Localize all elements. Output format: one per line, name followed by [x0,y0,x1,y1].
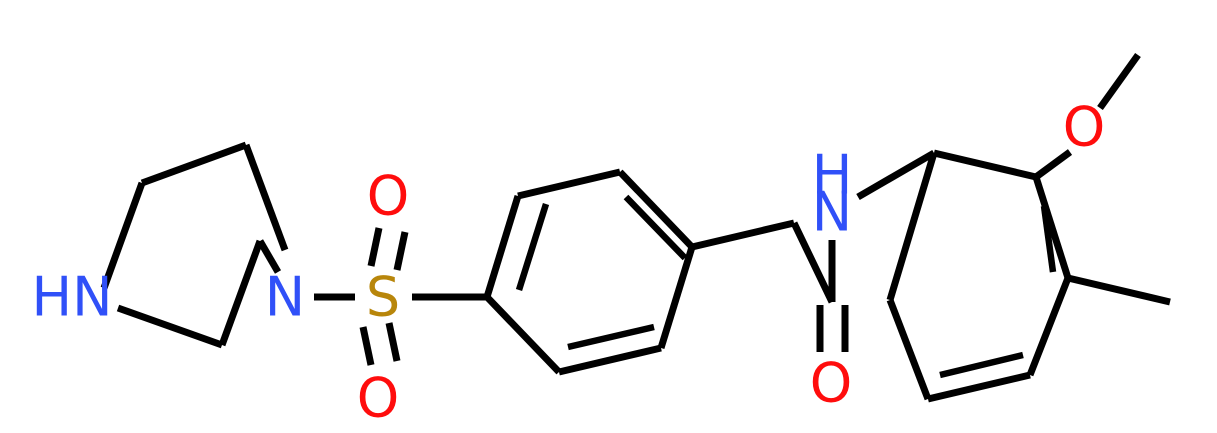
bond-piperazine-n1-c2 [116,304,224,349]
oxygen-atom-label-carbonyl: O [810,352,853,415]
right-ring [886,52,1171,403]
carboxamide-group [691,149,936,352]
bond-right-ring-r-s [1026,276,1072,377]
bond-right-ring-s-t [927,371,1031,403]
bond-right-ring-u-p [886,151,938,302]
bond-benzene-a-b-inner [515,203,550,291]
bond-ether-o-to-methyl [1097,52,1141,111]
bond-piperazine-c5-n2 [242,143,289,252]
bond-right-ring-p-q [933,149,1037,181]
piperazine-nh-label: HN [32,266,113,329]
bond-piperazine-c2-c3 [218,239,264,347]
bond-benzene-d-e [657,245,696,350]
bond-benzene-b-c [517,168,621,200]
bond-aryl-to-amide-chain [691,219,795,251]
bond-benzene-a-b [483,194,522,299]
sulfur-atom-label: S [366,266,400,329]
bond-s-o-bottom-b [385,322,401,362]
bond-right-ring-methyl [1067,274,1171,306]
bond-chain-to-carbonyl [790,221,836,304]
bond-piperazine-c3-n2 [256,239,282,274]
bond-right-ring-q-r [1032,175,1072,280]
bond-s-o-top-b [393,231,409,271]
bond-ring-to-ether-o [1033,149,1073,180]
bond-benzene-f-a [484,294,562,375]
oxygen-atom-label-sulfonyl-bottom: O [357,367,400,430]
bond-right-ring-s-t-inner [939,351,1024,379]
bond-amide-n-to-ring [856,149,936,201]
bond-right-ring-t-u [886,298,932,401]
central-benzene-ring [483,168,696,376]
bond-s-o-bottom-a [359,326,375,366]
bond-right-ring-q-r-inner [1040,205,1057,273]
atom-label-layer: HN N S O O H N O O [32,96,1106,430]
bond-piperazine-n1-c6 [100,181,146,290]
oxygen-atom-label-ether: O [1063,96,1106,159]
bond-benzene-e-f-inner [567,323,655,351]
hydrogen-atom-label-amide: H [812,144,853,207]
bond-s-o-top-a [367,227,383,267]
piperazine-n-label: N [265,266,305,329]
nitrogen-atom-label-amide: N [812,181,852,244]
piperazine-ring [100,141,289,349]
bond-piperazine-c6-c5 [140,141,248,187]
sulfonyl-group [314,227,487,366]
bond-benzene-c-d [617,169,695,250]
oxygen-atom-label-sulfonyl-top: O [367,165,410,228]
bond-benzene-c-d-inner [623,194,688,261]
bond-benzene-e-f [558,344,662,376]
